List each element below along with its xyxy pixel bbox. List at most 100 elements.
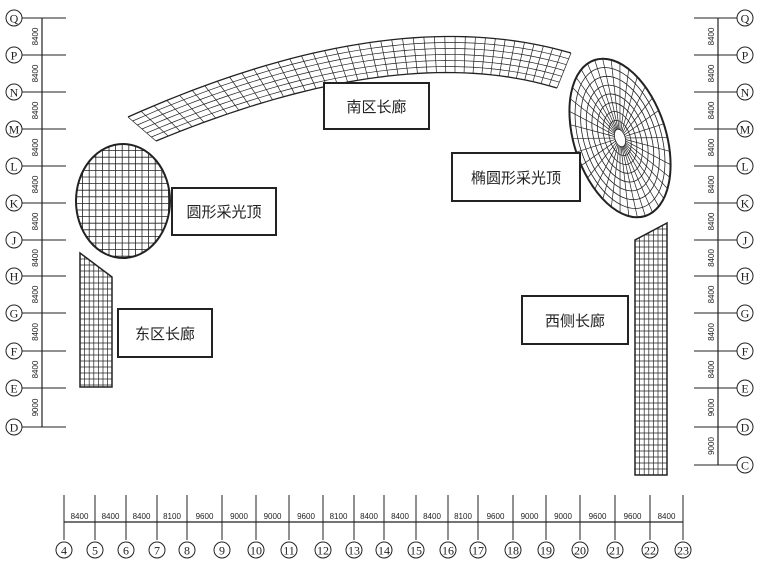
spoke [623, 97, 653, 134]
spoke [572, 137, 615, 139]
axis-label: 8 [184, 544, 190, 558]
label-text: 南区长廊 [346, 99, 407, 116]
label-south-corridor: 南区长廊 [323, 82, 430, 130]
left-axis-K: K [5, 194, 23, 212]
axis-label: K [741, 197, 750, 211]
bottom-spacing-label: 8400 [658, 512, 676, 521]
axis-bubble [736, 120, 754, 138]
circular-skylight-grid [76, 144, 170, 258]
south-corridor-grid [127, 35, 572, 142]
axis-bubble [117, 541, 135, 559]
axis-bubble [148, 541, 166, 559]
right-spacing-label: 8400 [707, 212, 716, 230]
right-spacing-label: 8400 [707, 138, 716, 156]
spoke [594, 143, 618, 190]
bottom-axis-13: 13 [345, 541, 363, 559]
spoke [621, 76, 638, 132]
right-axis-Q: Q [736, 9, 754, 27]
axis-bubble [314, 541, 332, 559]
axis-bubble [5, 157, 23, 175]
axis-label: 7 [154, 544, 160, 558]
bottom-axis-15: 15 [407, 541, 425, 559]
right-spacing-label: 8400 [707, 360, 716, 378]
axis-bubble [736, 194, 754, 212]
axis-label: 18 [507, 544, 519, 558]
spoke [575, 77, 616, 132]
axis-bubble [5, 120, 23, 138]
axis-bubble [571, 541, 589, 559]
spoke [625, 140, 671, 165]
spoke [619, 146, 621, 213]
left-axis-D: D [5, 418, 23, 436]
axis-bubble [736, 304, 754, 322]
axis-bubble [537, 541, 555, 559]
axis-label: 9 [219, 544, 225, 558]
axis-bubble [641, 541, 659, 559]
left-axis-P: P [5, 46, 23, 64]
right-axis-J: J [736, 231, 754, 249]
right-axis-H: H [736, 267, 754, 285]
bottom-axis-18: 18 [504, 541, 522, 559]
spoke [625, 142, 671, 178]
axis-label: E [741, 382, 748, 396]
elliptical-skylight-grid [568, 57, 672, 219]
axis-bubble [736, 83, 754, 101]
axis-bubble [5, 379, 23, 397]
bottom-spacing-label: 9600 [487, 512, 505, 521]
left-axis-Q: Q [5, 9, 23, 27]
bottom-axis-20: 20 [571, 541, 589, 559]
bottom-axis-7: 7 [148, 541, 166, 559]
bottom-spacing-label: 9600 [297, 512, 315, 521]
bottom-axis-21: 21 [606, 541, 624, 559]
circular-skylight-outline [75, 143, 171, 259]
axis-bubble [5, 9, 23, 27]
axis-label: L [10, 160, 17, 174]
bottom-spacing-label: 8100 [330, 512, 348, 521]
right-axis-P: P [736, 46, 754, 64]
spoke [625, 137, 668, 139]
label-text: 东区长廊 [134, 326, 195, 343]
spoke [570, 124, 615, 137]
grid-line [146, 60, 562, 134]
axis-label: 16 [442, 544, 454, 558]
bottom-axis-4: 4 [55, 541, 73, 559]
axis-bubble [736, 231, 754, 249]
axis-bubble [86, 541, 104, 559]
spoke [620, 146, 630, 217]
bottom-spacing-label: 8400 [391, 512, 409, 521]
right-axis-M: M [736, 120, 754, 138]
axis-label: 10 [250, 544, 262, 558]
grid-line [132, 42, 569, 122]
spoke [624, 145, 660, 207]
axis-bubble [606, 541, 624, 559]
grid-line [141, 54, 565, 130]
axis-label: Q [10, 12, 19, 26]
axis-bubble [736, 418, 754, 436]
left-axis-J: J [5, 231, 23, 249]
axis-label: G [741, 307, 750, 321]
axis-label: H [741, 270, 750, 284]
east-corridor-grid [80, 253, 112, 387]
axis-bubble [736, 157, 754, 175]
spoke [587, 63, 617, 130]
axis-label: M [740, 123, 751, 137]
left-axis-G: G [5, 304, 23, 322]
axis-label: 19 [540, 544, 552, 558]
left-axis-M: M [5, 120, 23, 138]
right-spacing-label: 9000 [707, 437, 716, 455]
right-spacing-label: 8400 [707, 249, 716, 267]
axis-bubble [674, 541, 692, 559]
bottom-spacing-label: 9000 [554, 512, 572, 521]
axis-label: 15 [410, 544, 422, 558]
axis-bubble [504, 541, 522, 559]
axis-label: 13 [348, 544, 360, 558]
axis-label: 21 [609, 544, 621, 558]
right-axis-E: E [736, 379, 754, 397]
axis-label: P [11, 49, 18, 63]
axis-label: 20 [574, 544, 586, 558]
bottom-axis-22: 22 [641, 541, 659, 559]
axis-bubble [5, 231, 23, 249]
right-spacing-label: 8400 [707, 64, 716, 82]
